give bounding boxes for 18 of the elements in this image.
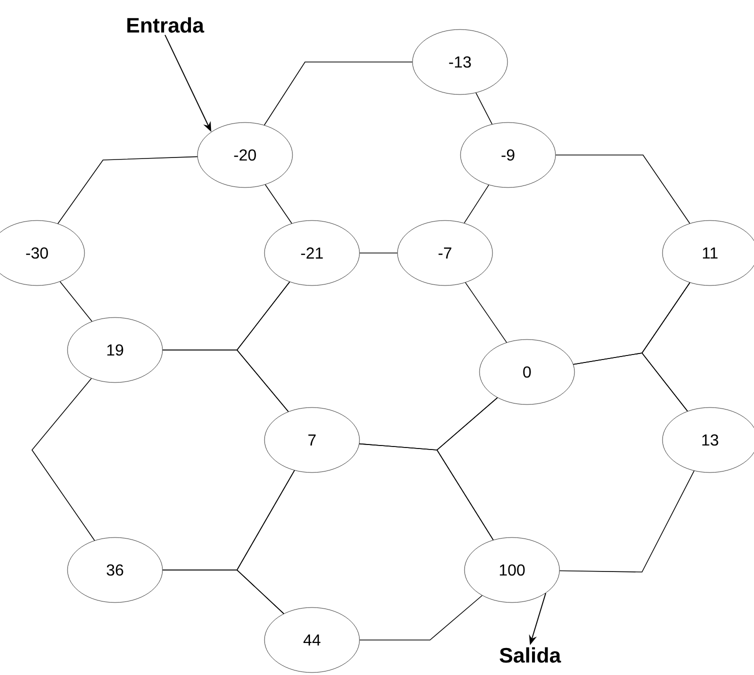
- connector-line: [264, 184, 292, 224]
- connector-line: [464, 184, 490, 224]
- connector-line: [555, 154, 690, 224]
- connector-line: [359, 595, 483, 640]
- connector-line: [642, 282, 690, 412]
- label-text: Entrada: [127, 17, 204, 33]
- label-text: Salida: [500, 647, 562, 663]
- connector-line: [236, 282, 290, 412]
- connector-line: [264, 62, 413, 126]
- connector-line: [60, 281, 92, 322]
- connector-line: [436, 397, 498, 540]
- connector-line: [464, 282, 508, 343]
- connector-line: [32, 378, 95, 541]
- connector-line: [476, 92, 492, 125]
- connector-line: [57, 156, 198, 224]
- connector-line: [236, 470, 295, 614]
- connector-line: [359, 252, 398, 254]
- connector-line: [559, 470, 695, 572]
